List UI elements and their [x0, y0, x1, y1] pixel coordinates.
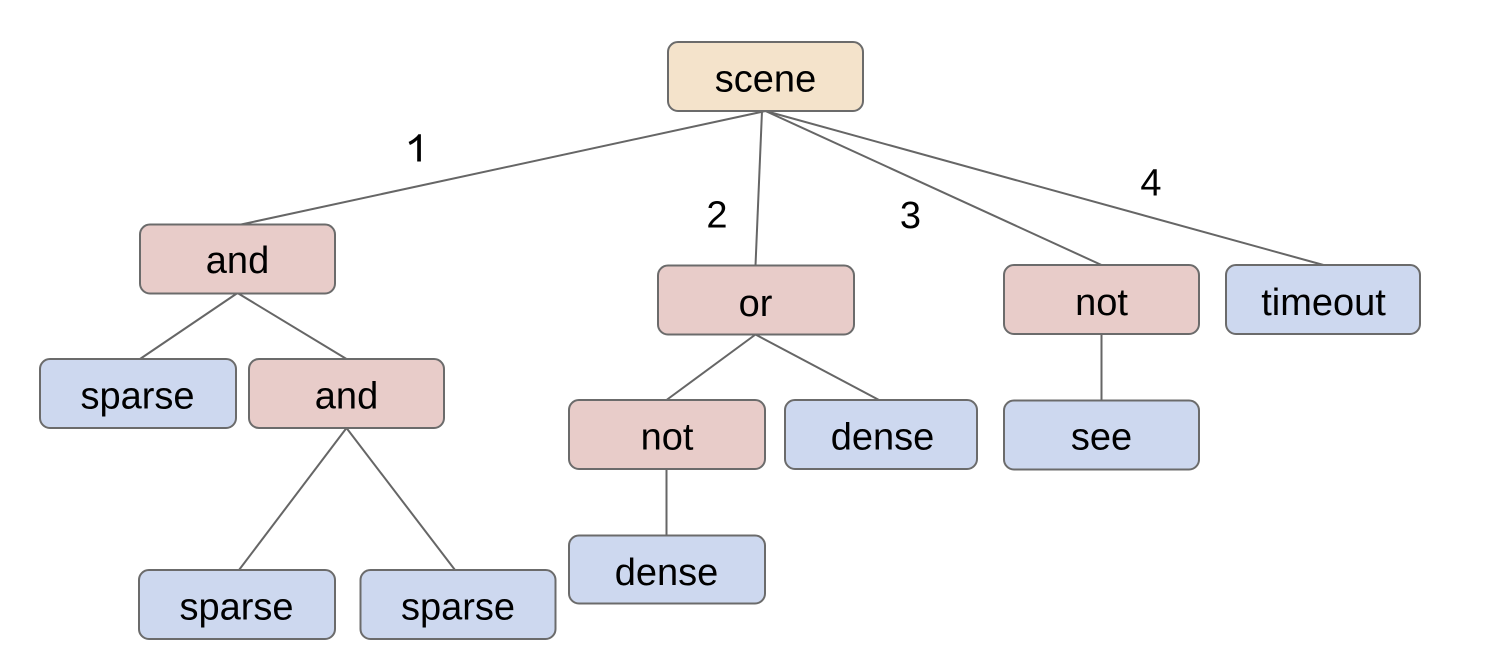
svg-text:scene: scene [715, 59, 816, 101]
svg-text:3: 3 [900, 195, 921, 237]
svg-text:4: 4 [1140, 162, 1161, 204]
svg-text:sparse: sparse [80, 375, 194, 417]
svg-text:sparse: sparse [179, 587, 293, 629]
svg-text:and: and [315, 375, 378, 417]
svg-text:not: not [641, 416, 694, 458]
svg-text:see: see [1071, 417, 1132, 459]
svg-text:dense: dense [831, 416, 935, 458]
svg-text:or: or [739, 283, 773, 325]
svg-text:sparse: sparse [401, 587, 515, 629]
svg-text:not: not [1075, 282, 1128, 324]
svg-text:2: 2 [706, 195, 727, 237]
svg-text:and: and [206, 240, 269, 282]
svg-text:dense: dense [615, 552, 719, 594]
svg-text:timeout: timeout [1261, 282, 1386, 324]
